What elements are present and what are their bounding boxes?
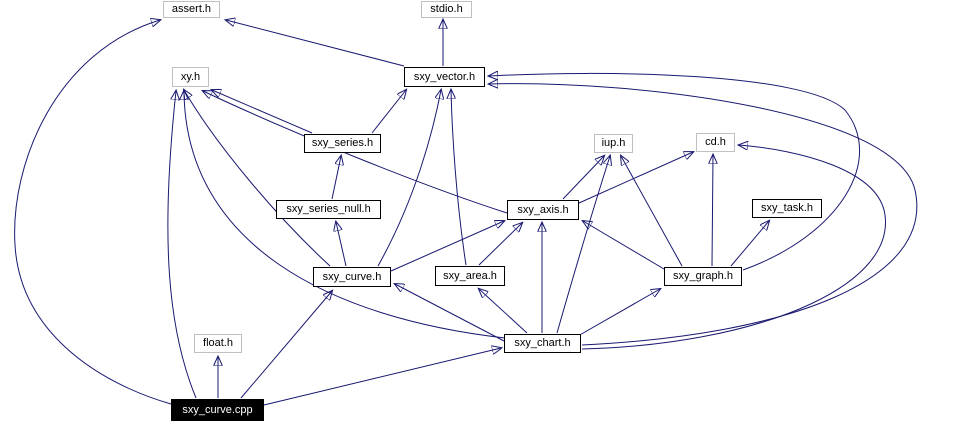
edge-sxy_area_h-to-sxy_axis_h (478, 223, 522, 266)
node-sxy-axis-h[interactable]: sxy_axis.h (507, 200, 579, 220)
node-sxy-chart-h[interactable]: sxy_chart.h (504, 334, 581, 353)
edge-sxy_chart_h-to-iup_h (556, 156, 610, 334)
edge-sxy_graph_h-to-sxy_axis_h (583, 221, 665, 270)
node-sxy-series-h[interactable]: sxy_series.h (304, 134, 381, 153)
edge-sxy_chart_h-to-cd_h (581, 145, 886, 350)
node-sxy-curve-cpp: sxy_curve.cpp (171, 399, 264, 421)
edge-sxy_chart_h-to-xy_h (184, 91, 506, 339)
edge-sxy_curve_cpp-to-assert_h (14, 20, 172, 405)
edge-sxy_series_h-to-sxy_vector_h (371, 90, 406, 134)
edge-sxy_chart_h-to-sxy_area_h (479, 289, 528, 334)
edge-sxy_series_h-to-xy_h (212, 90, 313, 134)
edge-sxy_curve_h-to-sxy_vector_h (377, 90, 441, 267)
node-sxy-curve-h[interactable]: sxy_curve.h (313, 267, 391, 287)
edge-sxy_axis_h-to-cd_h (578, 152, 693, 204)
edge-sxy_area_h-to-sxy_vector_h (451, 90, 467, 266)
edge-sxy_graph_h-to-iup_h (621, 156, 683, 267)
edge-sxy_graph_h-to-sxy_vector_h (489, 73, 861, 271)
edge-sxy_axis_h-to-xy_h (203, 91, 508, 214)
edge-sxy_chart_h-to-sxy_curve_h (395, 284, 505, 342)
node-sxy-series-null-h[interactable]: sxy_series_null.h (276, 200, 381, 219)
edge-sxy_curve_h-to-sxy_series_null_h (336, 222, 347, 267)
edge-sxy_curve_cpp-to-sxy_chart_h (263, 348, 501, 406)
edge-sxy_axis_h-to-iup_h (562, 156, 604, 200)
node-sxy-vector-h[interactable]: sxy_vector.h (404, 67, 485, 87)
edge-sxy_curve_cpp-to-xy_h (167, 91, 197, 399)
edge-sxy_series_null_h-to-sxy_series_h (331, 156, 341, 200)
edge-sxy_chart_h-to-sxy_vector_h (489, 84, 918, 346)
edge-sxy_curve_cpp-to-sxy_curve_h (240, 291, 332, 399)
node-assert-h[interactable]: assert.h (163, 1, 220, 18)
node-stdio-h[interactable]: stdio.h (421, 1, 472, 18)
edge-sxy_graph_h-to-sxy_task_h (730, 221, 769, 267)
node-sxy-area-h[interactable]: sxy_area.h (435, 266, 505, 286)
edge-sxy_curve_h-to-sxy_axis_h (390, 221, 504, 272)
edge-sxy_curve_h-to-xy_h (184, 90, 331, 267)
node-iup-h[interactable]: iup.h (594, 134, 633, 153)
node-xy-h[interactable]: xy.h (172, 67, 209, 87)
edge-sxy_vector_h-to-assert_h (226, 20, 405, 67)
edge-sxy_chart_h-to-sxy_graph_h (577, 289, 660, 337)
node-float-h[interactable]: float.h (194, 334, 242, 353)
node-cd-h[interactable]: cd.h (696, 133, 735, 152)
edge-sxy_graph_h-to-cd_h (712, 155, 713, 267)
node-sxy-task-h[interactable]: sxy_task.h (752, 199, 822, 218)
node-sxy-graph-h[interactable]: sxy_graph.h (664, 267, 742, 286)
